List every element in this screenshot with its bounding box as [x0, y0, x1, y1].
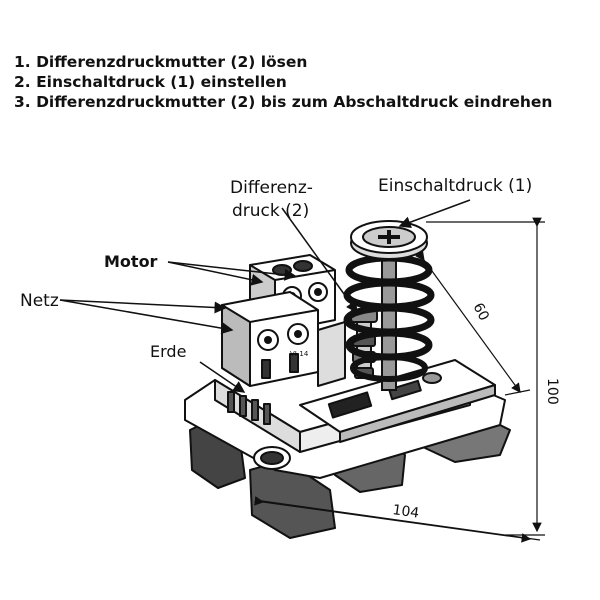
differenzdruck-label-line2: druck (2)	[232, 201, 309, 221]
leader-lines	[59, 199, 471, 393]
terminal-block	[221, 254, 346, 387]
motor-label: Motor	[104, 252, 158, 271]
instruction-step-2: 2. Einschaltdruck (1) einstellen	[14, 73, 287, 91]
instruction-step-3: 3. Differenzdruckmutter (2) bis zum Absc…	[14, 93, 553, 111]
netz-label: Netz	[20, 291, 59, 311]
dimension-60: 60	[469, 300, 491, 323]
erde-label: Erde	[150, 342, 186, 361]
dimension-lines	[254, 217, 545, 543]
dimension-100: 100	[544, 378, 560, 405]
einschaltdruck-label: Einschaltdruck (1)	[378, 176, 532, 196]
instruction-step-1: 1. Differenzdruckmutter (2) lösen	[14, 53, 308, 71]
dimension-104: 104	[391, 502, 420, 522]
switch-housing	[184, 359, 511, 539]
instruction-list: 1. Differenzdruckmutter (2) lösen 2. Ein…	[14, 52, 594, 112]
main-spring	[343, 220, 435, 391]
differenzdruck-label-line1: Differenz-	[230, 178, 313, 198]
terminal-mark: VI-14	[290, 350, 309, 358]
